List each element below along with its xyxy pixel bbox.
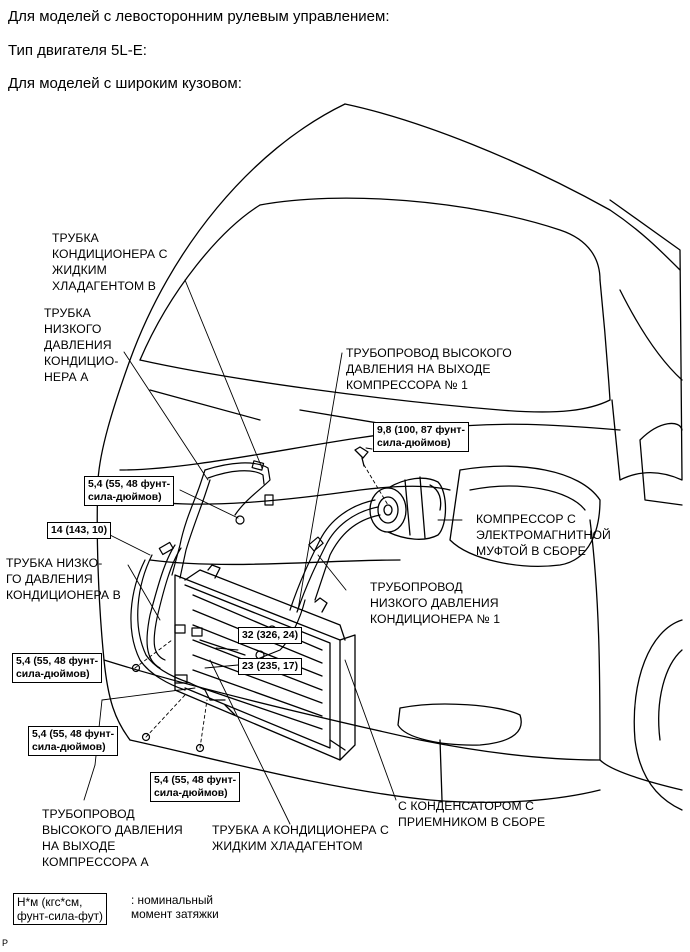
label-condenser-assembly: С КОНДЕНСАТОРОМ С ПРИЕМНИКОМ В СБОРЕ [398, 799, 546, 829]
torque-14: 14 (143, 10) [47, 522, 112, 539]
label-liquid-tube-a: ТРУБКА A КОНДИЦИОНЕРА С ЖИДКИМ ХЛАДАГЕНТ… [212, 823, 389, 853]
torque-left-bracket: 5,4 (55, 48 фунт- сила-дюймов) [12, 653, 103, 683]
compressor-assembly [354, 446, 447, 540]
condenser-assembly [174, 564, 356, 761]
header-line-engine: Тип двигателя 5L-E: [8, 42, 147, 59]
torque-23: 23 (235, 17) [238, 658, 303, 675]
torque-32: 32 (326, 24) [238, 627, 303, 644]
torque-bottom-bracket: 5,4 (55, 48 фунт- сила-дюймов) [150, 772, 241, 802]
legend-units-box: Н*м (кгс*см, фунт-сила-фут) [13, 893, 107, 925]
label-discharge-pipe-1: ТРУБОПРОВОД ВЫСОКОГО ДАВЛЕНИЯ НА ВЫХОДЕ … [346, 346, 512, 392]
torque-lower-left-bracket: 5,4 (55, 48 фунт- сила-дюймов) [28, 726, 119, 756]
van-body-outline [96, 103, 683, 811]
torque-upper-bracket: 5,4 (55, 48 фунт- сила-дюймов) [84, 476, 175, 506]
label-low-pressure-tube-a: ТРУБКА НИЗКОГО ДАВЛЕНИЯ КОНДИЦИО- НЕРА A [44, 306, 119, 384]
torque-compressor-bolt: 9,8 (100, 87 фунт- сила-дюймов) [373, 422, 469, 452]
label-low-pressure-tube-b: ТРУБКА НИЗКО- ГО ДАВЛЕНИЯ КОНДИЦИОНЕРА B [6, 556, 121, 602]
label-discharge-pipe-a: ТРУБОПРОВОД ВЫСОКОГО ДАВЛЕНИЯ НА ВЫХОДЕ … [42, 807, 183, 869]
label-suction-pipe-1: ТРУБОПРОВОД НИЗКОГО ДАВЛЕНИЯ КОНДИЦИОНЕР… [370, 580, 501, 626]
leader-lines [83, 279, 463, 825]
label-liquid-tube-b: ТРУБКА КОНДИЦИОНЕРА С ЖИДКИМ ХЛАДАГЕНТОМ… [52, 231, 168, 293]
label-compressor-assembly: КОМПРЕССОР С ЭЛЕКТРОМАГНИТНОЙ МУФТОЙ В С… [476, 512, 611, 558]
legend-meaning: : номинальный момент затяжки [131, 893, 219, 921]
header-line-lhd: Для моделей с левосторонним рулевым упра… [8, 8, 390, 25]
corner-mark: P [2, 938, 9, 948]
header-line-wide-body: Для моделей с широким кузовом: [8, 75, 242, 92]
dashed-leaders [134, 464, 389, 749]
